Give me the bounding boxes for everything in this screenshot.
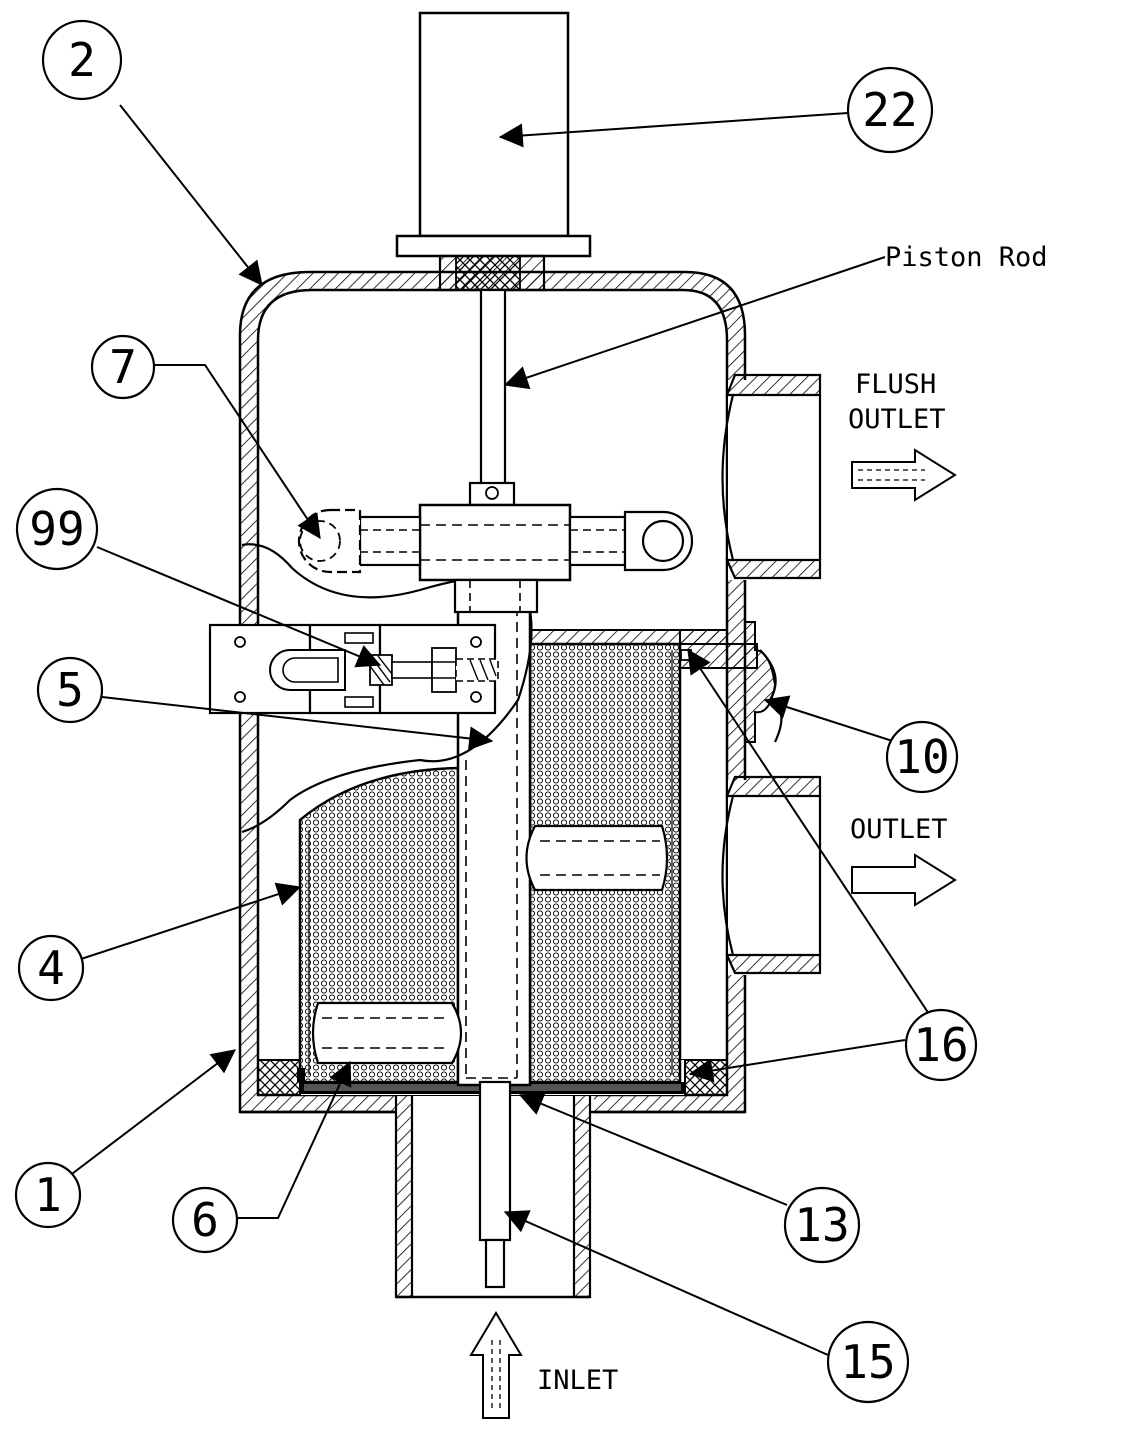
leader-lines [59, 104, 934, 1356]
housing-body [238, 254, 747, 1114]
flush-outlet-label-line2: OUTLET [848, 404, 946, 435]
svg-text:7: 7 [109, 340, 137, 394]
diaphragm-seal [744, 621, 783, 743]
svg-text:6: 6 [191, 1193, 219, 1247]
piston-rod [468, 288, 516, 507]
suction-nozzle [478, 1080, 512, 1289]
callout-2: 2 [41, 19, 123, 101]
svg-text:13: 13 [794, 1198, 849, 1252]
cutaway-break-line [241, 543, 533, 834]
callout-4: 4 [17, 934, 85, 1002]
flush-outlet-label-line1: FLUSH [855, 369, 936, 400]
svg-text:1: 1 [34, 1168, 62, 1222]
callout-10: 10 [885, 720, 959, 794]
inlet-arrow [469, 1311, 523, 1419]
svg-text:2: 2 [68, 33, 96, 87]
svg-text:4: 4 [37, 941, 65, 995]
callout-22: 22 [846, 66, 934, 154]
svg-text:16: 16 [913, 1018, 968, 1072]
callout-99: 99 [15, 487, 99, 571]
gasket-lower-left [297, 1068, 305, 1082]
svg-text:10: 10 [894, 730, 949, 784]
inlet-label: INLET [537, 1365, 618, 1396]
callout-5: 5 [36, 656, 104, 724]
brush-block-upper [525, 824, 669, 892]
flush-outlet-nozzle [721, 373, 822, 580]
svg-text:5: 5 [56, 663, 84, 717]
actuator-cylinder [395, 11, 592, 258]
callout-16: 16 [904, 1008, 978, 1082]
outlet-label: OUTLET [850, 814, 948, 845]
latch-mechanism [208, 623, 499, 715]
callout-1: 1 [14, 1161, 82, 1229]
outlet-nozzle [721, 775, 822, 975]
flush-outlet-arrow [851, 448, 957, 502]
outlet-arrow [851, 853, 957, 907]
brush-block-lower [311, 1001, 462, 1065]
svg-text:15: 15 [840, 1335, 895, 1389]
piston-rod-label: Piston Rod [885, 242, 1048, 273]
svg-text:99: 99 [29, 502, 84, 556]
callout-6: 6 [171, 1186, 239, 1254]
callout-15: 15 [826, 1320, 910, 1404]
callout-13: 13 [783, 1186, 861, 1264]
callout-7: 7 [90, 334, 156, 400]
svg-text:22: 22 [862, 83, 917, 137]
